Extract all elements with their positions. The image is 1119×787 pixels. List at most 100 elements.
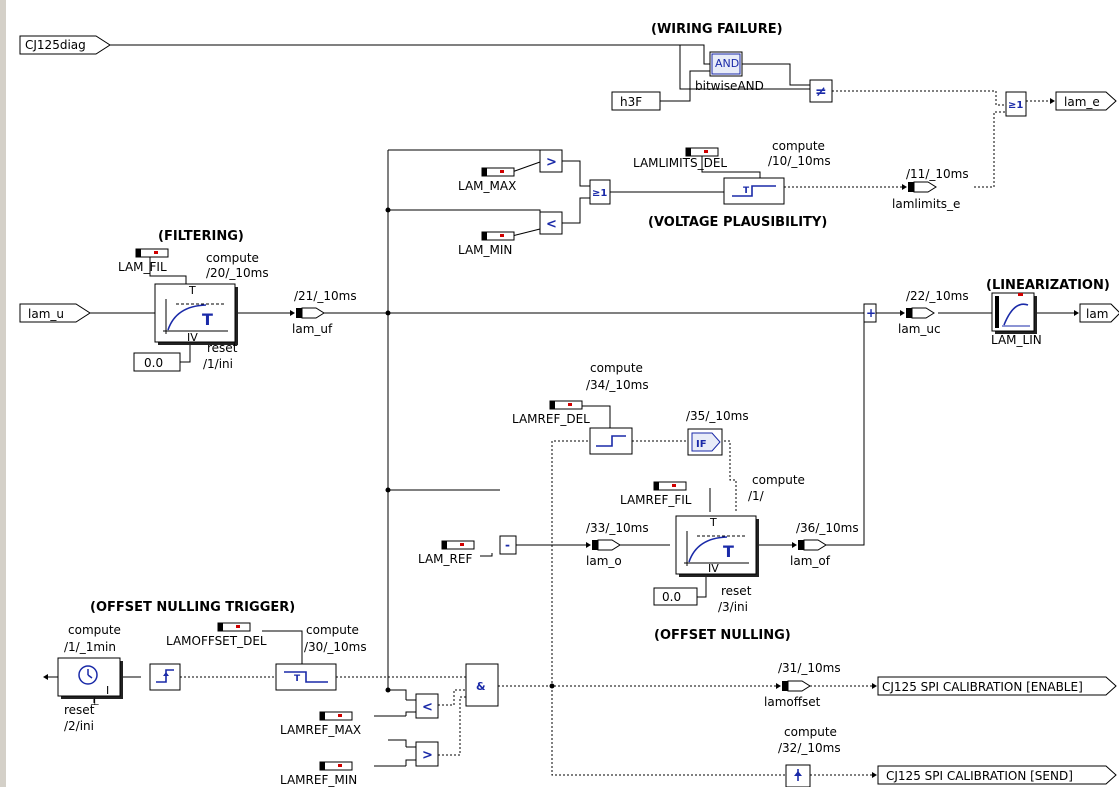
port-lam[interactable]: lam <box>1079 303 1119 323</box>
debounce-block-lamref[interactable] <box>589 427 633 455</box>
msg-lam-o[interactable] <box>592 539 621 551</box>
plus-op: + <box>866 306 876 320</box>
const-h3f[interactable]: h3F <box>611 91 661 111</box>
msg-lamlimits-e[interactable] <box>908 181 937 193</box>
if-block[interactable]: IF <box>687 428 723 456</box>
minus-op: - <box>505 538 510 552</box>
bitwise-and-op: AND <box>715 57 739 70</box>
port-lam-e[interactable]: lam_e <box>1055 91 1117 111</box>
port-lam-e-label: lam_e <box>1064 95 1100 109</box>
label-lam-fil: LAM_FIL <box>118 260 167 274</box>
junctions <box>385 207 555 693</box>
param-icon-lam-min[interactable] <box>481 231 515 241</box>
heading-filtering: (FILTERING) <box>158 229 244 244</box>
msg-lamoffset[interactable] <box>782 680 811 692</box>
param-icon-lam-ref[interactable] <box>441 540 475 550</box>
gt-op: > <box>546 155 557 170</box>
label-lam-of: lam_of <box>790 554 831 568</box>
param-icon-lam-max[interactable] <box>481 167 515 177</box>
gt-block-lamref-min[interactable]: > <box>415 741 439 767</box>
debounce-block-limits[interactable]: T <box>723 177 785 205</box>
filter-iv: IV <box>187 331 198 344</box>
heading-linearization: (LINEARIZATION) <box>986 278 1110 293</box>
debounce-block-offset[interactable]: T <box>275 663 337 691</box>
param-icon-lamref-del[interactable] <box>549 400 583 410</box>
ann-ini3: /3/ini <box>718 600 748 614</box>
ann-t33: /33/_10ms <box>586 521 649 535</box>
msg-lam-uc[interactable] <box>906 307 935 319</box>
label-lam-o: lam_o <box>586 554 622 568</box>
param-icon-lamlimits-del[interactable] <box>685 147 719 157</box>
port-cj125diag-label: CJ125diag <box>25 38 86 52</box>
port-lam-label: lam <box>1086 307 1108 321</box>
ann-compute-ref-fil: compute <box>752 473 805 487</box>
ann-t1: /1/ <box>748 489 765 503</box>
heading-voltage-plausibility: (VOLTAGE PLAUSIBILITY) <box>648 215 827 230</box>
plus-block[interactable]: + <box>863 303 877 323</box>
label-lamref-min: LAMREF_MIN <box>280 773 357 787</box>
ann-compute-limits: compute <box>772 139 825 153</box>
label-lamref-fil: LAMREF_FIL <box>620 493 692 507</box>
const-zero-offset[interactable]: 0.0 <box>653 587 698 606</box>
const-h3f-label: h3F <box>620 95 642 109</box>
const-zero-filter-label: 0.0 <box>144 356 163 370</box>
signal-labels: lam_uf lamlimits_e lam_uc lam_o lam_of l… <box>292 197 960 709</box>
minus-block[interactable]: - <box>499 535 517 555</box>
filter-block-lam[interactable]: T T IV <box>154 283 238 345</box>
ann-t10: /10/_10ms <box>768 154 831 168</box>
ann-reset-timer: reset <box>64 703 95 717</box>
label-lamoffset-del: LAMOFFSET_DEL <box>166 634 267 648</box>
debounce-offset-t: T <box>294 674 301 684</box>
timer-block[interactable]: I ⊥ <box>57 657 123 708</box>
ann-ini2: /2/ini <box>64 719 94 733</box>
port-cal-send-label: CJ125 SPI CALIBRATION [SEND] <box>886 769 1073 783</box>
lt-block-lam-min[interactable]: < <box>539 211 563 235</box>
gt-ref-op: > <box>422 748 433 763</box>
label-lamlimits-e: lamlimits_e <box>892 197 960 211</box>
port-cal-send[interactable]: CJ125 SPI CALIBRATION [SEND] <box>877 765 1117 785</box>
filter-block-offset[interactable]: T T IV <box>675 515 759 577</box>
svg-text:IF: IF <box>696 439 707 450</box>
const-zero-filter[interactable]: 0.0 <box>133 352 181 372</box>
ann-t22: /22/_10ms <box>906 289 969 303</box>
heading-offset-nulling-trigger: (OFFSET NULLING TRIGGER) <box>90 600 295 615</box>
param-icon-lamref-max[interactable] <box>319 711 353 721</box>
wire-max-to-lt <box>405 711 416 716</box>
const-zero-offset-label: 0.0 <box>662 590 681 604</box>
lt-block-lamref-max[interactable]: < <box>415 693 439 719</box>
param-icon-lam-fil[interactable] <box>135 248 169 258</box>
param-icon-lamref-min[interactable] <box>319 761 353 771</box>
param-icon-lamref-fil[interactable] <box>653 481 687 491</box>
and-op: & <box>476 680 486 693</box>
gt-block-lam-max[interactable]: > <box>539 149 563 173</box>
ann-t11: /11/_10ms <box>906 167 969 181</box>
or-block-wiring[interactable]: ≥1 <box>1005 91 1027 117</box>
port-cj125diag[interactable]: CJ125diag <box>19 35 111 55</box>
linearization-block[interactable]: LAM_LIN <box>991 292 1042 347</box>
ann-t20: /20/_10ms <box>206 266 269 280</box>
label-lam-min: LAM_MIN <box>458 243 512 257</box>
filter-offset-t: T <box>723 542 734 561</box>
edge-send-block[interactable] <box>785 764 811 787</box>
bitwise-and-block[interactable]: AND bitwiseAND <box>695 51 764 93</box>
edge-rise-block[interactable] <box>149 663 181 691</box>
or-block-limits[interactable]: ≥1 <box>589 179 611 205</box>
label-lam-uc: lam_uc <box>898 322 941 336</box>
port-lam-u[interactable]: lam_u <box>19 303 91 323</box>
msg-lam-of[interactable] <box>798 539 827 551</box>
wire-gt-to-or <box>562 160 590 187</box>
port-cal-enable[interactable]: CJ125 SPI CALIBRATION [ENABLE] <box>877 676 1117 696</box>
and-block[interactable]: & <box>465 663 499 707</box>
filter-offset-iv: IV <box>708 562 719 575</box>
filter-offset-t-top: T <box>709 516 717 529</box>
msg-lam-uf[interactable] <box>296 307 325 319</box>
label-lam-uf: lam_uf <box>292 322 333 336</box>
neq-block[interactable]: ≠ <box>809 79 833 103</box>
label-lamlimits-del: LAMLIMITS_DEL <box>633 156 727 170</box>
bitwise-and-label: bitwiseAND <box>695 79 764 93</box>
ann-reset-offset: reset <box>721 584 752 598</box>
param-icon-lamoffset-del[interactable] <box>217 622 251 632</box>
debounce-t: T <box>743 186 750 196</box>
heading-offset-nulling: (OFFSET NULLING) <box>654 628 791 643</box>
